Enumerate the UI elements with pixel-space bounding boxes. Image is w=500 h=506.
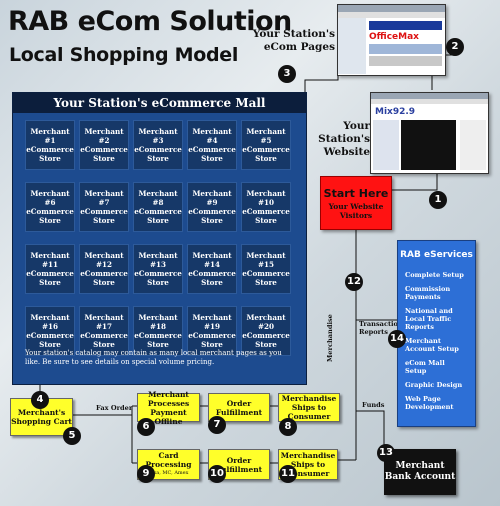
service-item[interactable]: Merchant Account Setup <box>405 337 459 353</box>
merchant-store-18[interactable]: Merchant #18 eCommerce Store <box>133 306 183 356</box>
start-here-subtitle: Your Website Visitors <box>328 202 384 220</box>
mix-logo: Mix92.9 <box>375 107 416 117</box>
merchant-store-16[interactable]: Merchant #16 eCommerce Store <box>25 306 75 356</box>
merchant-store-19[interactable]: Merchant #19 eCommerce Store <box>187 306 237 356</box>
service-item[interactable]: National and Local Traffic Reports <box>405 307 453 331</box>
rab-eservices-panel: RAB eServices Complete Setup Commission … <box>397 240 476 427</box>
ecom-pages-screenshot: OfficeMax <box>337 4 446 76</box>
transaction-reports-label: Transaction Reports <box>359 320 403 336</box>
fax-order-label: Fax Order <box>96 404 133 412</box>
funds-label: Funds <box>362 401 385 409</box>
merchant-store-4[interactable]: Merchant #4 eCommerce Store <box>187 120 237 170</box>
merchant-store-14[interactable]: Merchant #14 eCommerce Store <box>187 244 237 294</box>
merchant-store-9[interactable]: Merchant #9 eCommerce Store <box>187 182 237 232</box>
website-screenshot: Mix92.9 <box>370 92 489 174</box>
merchant-store-6[interactable]: Merchant #6 eCommerce Store <box>25 182 75 232</box>
step-number: 2 <box>446 38 464 56</box>
step-number: 3 <box>278 65 296 83</box>
merchant-grid: Merchant #1 eCommerce Store Merchant #2 … <box>25 120 291 356</box>
step-number: 5 <box>63 427 81 445</box>
step-number: 13 <box>377 444 395 462</box>
page-subtitle: Local Shopping Model <box>9 44 239 66</box>
merchant-processes-box: Merchant Processes Payment Offline <box>137 390 200 426</box>
merchant-store-5[interactable]: Merchant #5 eCommerce Store <box>241 120 291 170</box>
mall-header: Your Station's eCommerce Mall <box>13 93 306 113</box>
merchant-store-10[interactable]: Merchant #10 eCommerce Store <box>241 182 291 232</box>
ecommerce-mall-panel: Your Station's eCommerce Mall Merchant #… <box>12 92 307 385</box>
merchant-store-2[interactable]: Merchant #2 eCommerce Store <box>79 120 129 170</box>
page-title: RAB eCom Solution <box>8 6 292 37</box>
services-header: RAB eServices <box>400 250 473 260</box>
merchant-store-13[interactable]: Merchant #13 eCommerce Store <box>133 244 183 294</box>
service-item[interactable]: Commission Payments <box>405 285 451 301</box>
step-number: 8 <box>279 418 297 436</box>
service-item[interactable]: Web Page Development <box>405 395 454 411</box>
step-number: 9 <box>137 465 155 483</box>
step-number: 4 <box>31 391 49 409</box>
officemax-logo: OfficeMax <box>369 32 419 42</box>
step-number: 6 <box>137 418 155 436</box>
merchant-store-1[interactable]: Merchant #1 eCommerce Store <box>25 120 75 170</box>
step-number: 10 <box>208 465 226 483</box>
merchant-store-7[interactable]: Merchant #7 eCommerce Store <box>79 182 129 232</box>
ecom-pages-caption: Your Station's eCom Pages <box>252 28 335 53</box>
service-item[interactable]: Graphic Design <box>405 381 463 389</box>
merchant-store-12[interactable]: Merchant #12 eCommerce Store <box>79 244 129 294</box>
step-number: 1 <box>429 191 447 209</box>
merchant-bank-account-box: Merchant Bank Account <box>384 449 456 495</box>
merchant-store-11[interactable]: Merchant #11 eCommerce Store <box>25 244 75 294</box>
merchandise-ships-box-1: Merchandise Ships to Consumer <box>278 393 340 422</box>
service-item[interactable]: eCom Mall Setup <box>405 359 445 375</box>
website-caption: Your Station's Website <box>318 120 370 158</box>
start-here-box: Start Here Your Website Visitors <box>320 176 392 230</box>
card-processing-label: Card Processing <box>145 451 192 469</box>
step-number: 12 <box>345 273 363 291</box>
step-number: 11 <box>279 465 297 483</box>
mall-note: Your station's catalog may contain as ma… <box>25 349 282 366</box>
merchant-store-15[interactable]: Merchant #15 eCommerce Store <box>241 244 291 294</box>
merchant-store-8[interactable]: Merchant #8 eCommerce Store <box>133 182 183 232</box>
step-number: 7 <box>208 416 226 434</box>
step-number: 14 <box>388 330 406 348</box>
merchant-store-3[interactable]: Merchant #3 eCommerce Store <box>133 120 183 170</box>
merchant-store-17[interactable]: Merchant #17 eCommerce Store <box>79 306 129 356</box>
service-item[interactable]: Complete Setup <box>405 271 464 279</box>
merchant-store-20[interactable]: Merchant #20 eCommerce Store <box>241 306 291 356</box>
start-here-title: Start Here <box>323 187 389 200</box>
card-types-label: Visa, MC, Amex <box>148 470 189 476</box>
